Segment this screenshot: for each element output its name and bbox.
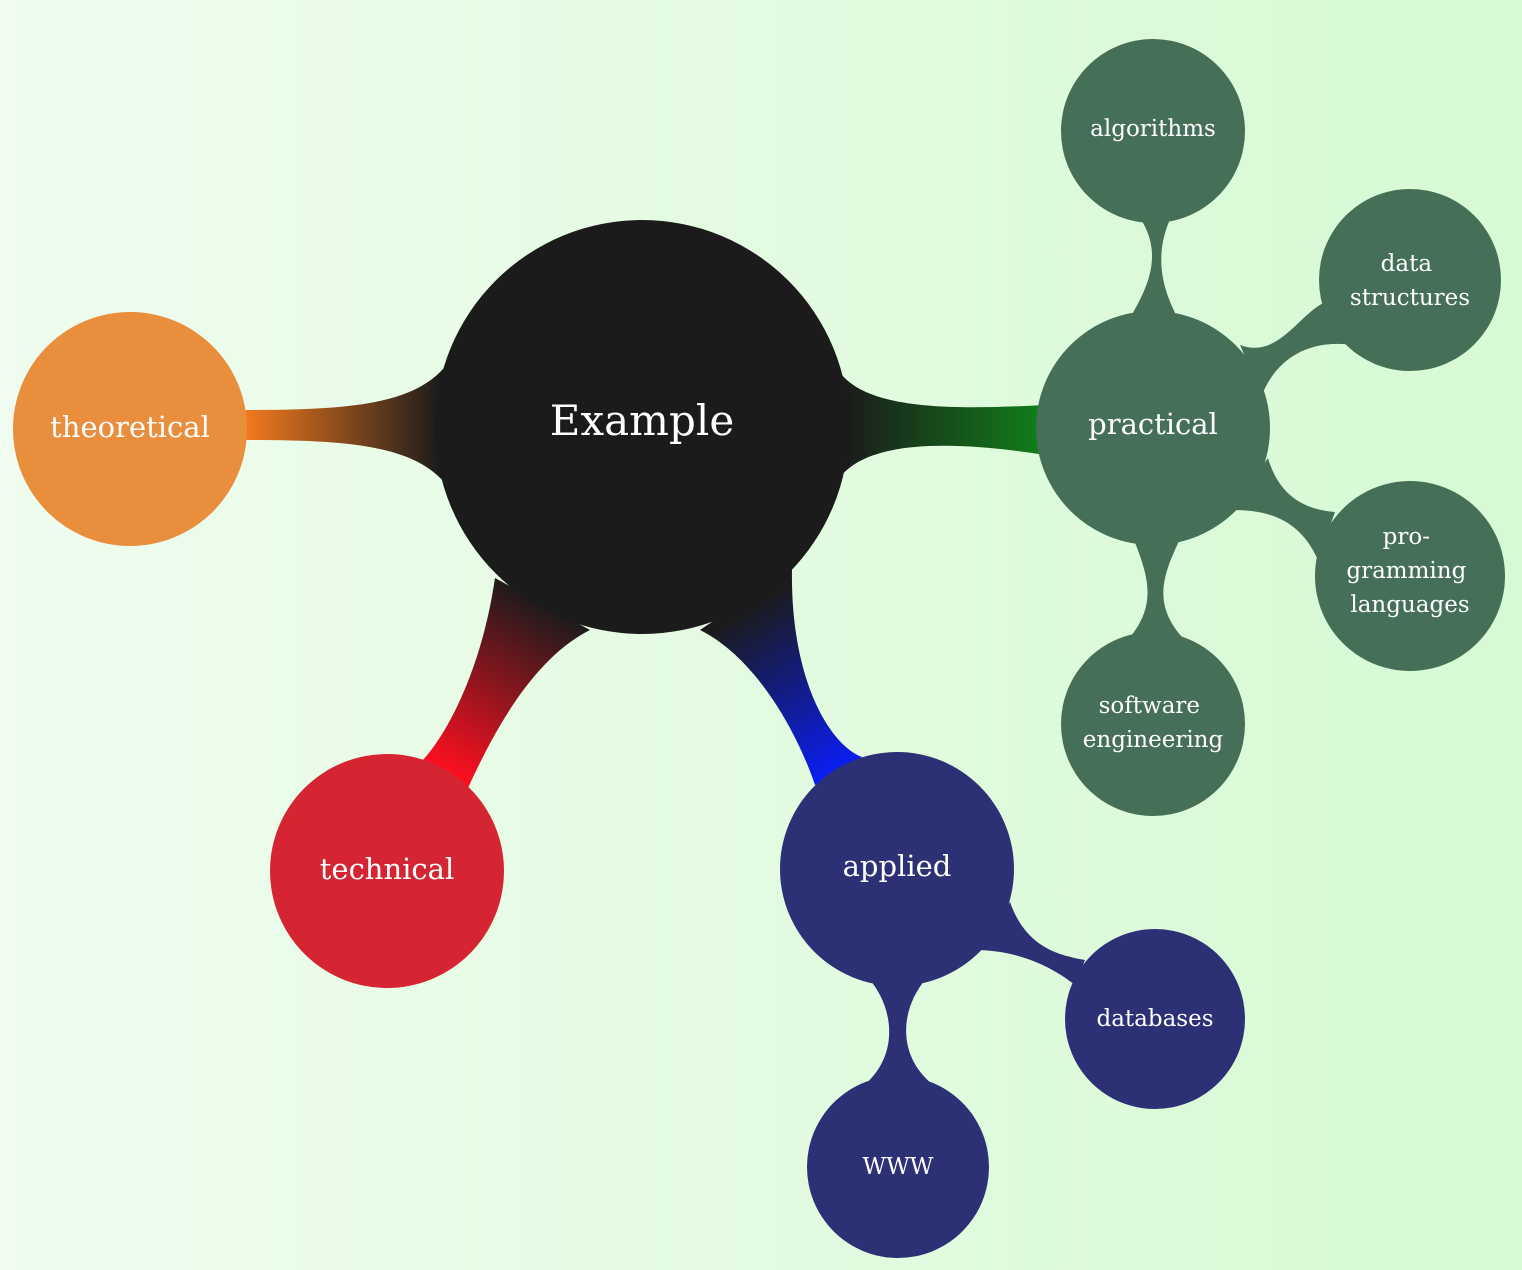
node-software-engineering-label-line: software — [1099, 693, 1200, 719]
node-algorithms-label: algorithms — [1090, 116, 1216, 142]
node-root-label: Example — [550, 396, 734, 445]
node-www-circle — [807, 1076, 989, 1258]
node-practical[interactable]: practical — [1036, 311, 1270, 545]
node-data-structures-label: data structures — [1350, 251, 1470, 311]
node-root[interactable]: Example — [435, 220, 849, 634]
connector-programming-languages — [1232, 458, 1335, 560]
node-technical[interactable]: technical — [270, 754, 504, 988]
connector-theoretical — [245, 360, 450, 490]
connector-algorithms — [1120, 215, 1188, 335]
node-applied[interactable]: applied — [780, 752, 1014, 986]
node-databases-circle — [1065, 929, 1245, 1109]
node-practical-circle — [1036, 311, 1270, 545]
node-programming-languages-label-line: languages — [1350, 592, 1469, 618]
node-programming-languages-label-line: pro- — [1383, 524, 1430, 550]
node-theoretical[interactable]: theoretical — [13, 312, 247, 546]
node-programming-languages-label: pro- gramming languages — [1346, 524, 1473, 618]
node-practical-label: practical — [1088, 407, 1218, 441]
node-algorithms-circle — [1061, 39, 1245, 223]
node-software-engineering-circle — [1061, 632, 1245, 816]
node-software-engineering-label-line: engineering — [1083, 727, 1224, 753]
node-databases-label: databases — [1096, 1006, 1213, 1032]
node-programming-languages-circle — [1315, 481, 1505, 671]
node-software-engineering-label: software engineering — [1083, 693, 1224, 753]
node-root-circle — [435, 220, 849, 634]
connector-www — [858, 980, 940, 1090]
node-algorithms[interactable]: algorithms — [1061, 39, 1245, 223]
node-data-structures-label-line: data — [1381, 251, 1433, 277]
node-programming-languages-label-line: gramming — [1346, 558, 1466, 584]
connector-technical — [418, 578, 590, 788]
connector-applied — [700, 568, 862, 785]
node-data-structures-circle — [1319, 189, 1501, 371]
connector-practical — [838, 370, 1045, 480]
node-programming-languages[interactable]: pro- gramming languages — [1315, 481, 1505, 671]
connector-data-structures — [1240, 300, 1352, 395]
node-applied-circle — [780, 752, 1014, 986]
node-theoretical-circle — [13, 312, 247, 546]
node-technical-label: technical — [320, 852, 455, 886]
node-data-structures-label-line: structures — [1350, 285, 1470, 311]
node-data-structures[interactable]: data structures — [1319, 189, 1501, 371]
node-technical-circle — [270, 754, 504, 988]
node-theoretical-label: theoretical — [50, 410, 210, 444]
node-databases[interactable]: databases — [1065, 929, 1245, 1109]
connector-software-engineering — [1118, 535, 1195, 650]
node-software-engineering[interactable]: software engineering — [1061, 632, 1245, 816]
node-applied-label: applied — [843, 849, 952, 883]
node-www[interactable]: WWW — [807, 1076, 989, 1258]
node-www-label: WWW — [863, 1154, 934, 1180]
connector-databases — [975, 902, 1085, 985]
